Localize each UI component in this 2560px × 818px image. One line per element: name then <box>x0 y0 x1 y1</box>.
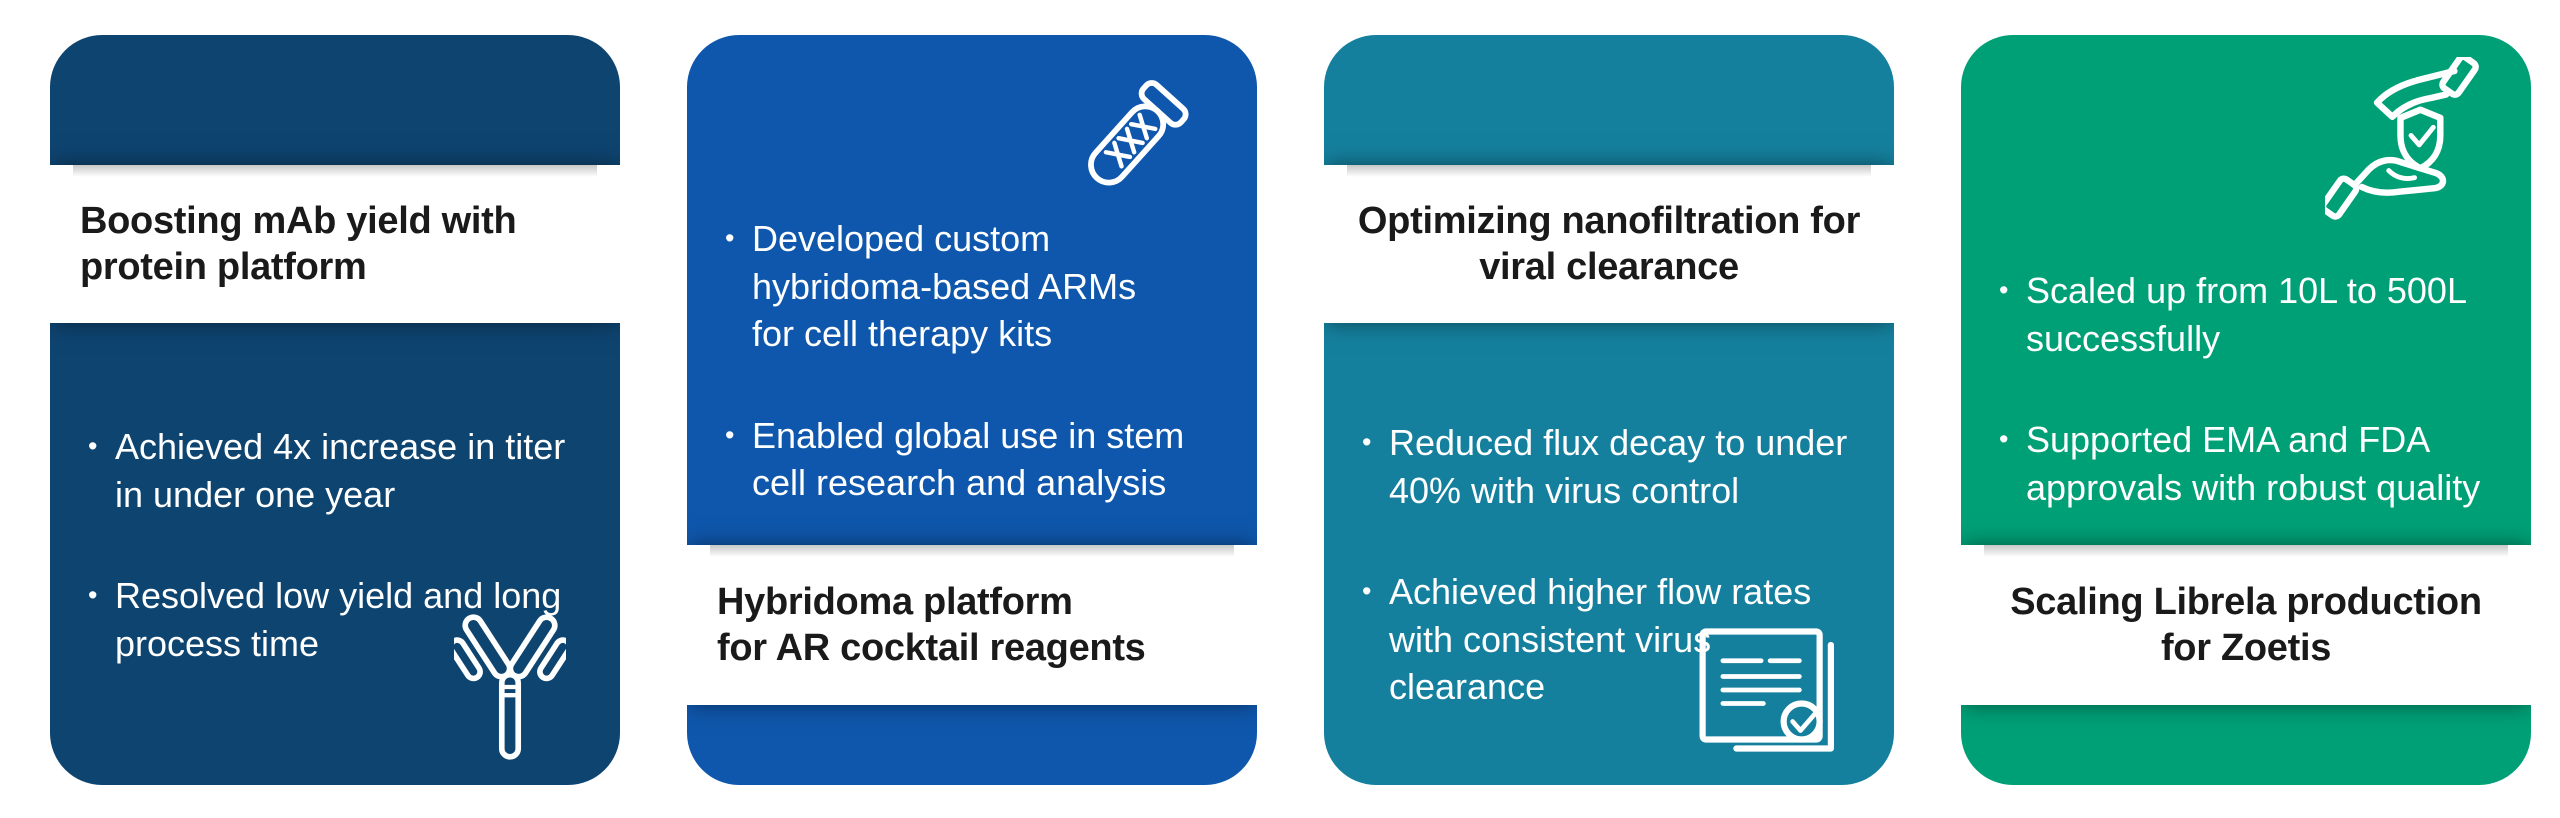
card-header-bar <box>50 35 620 165</box>
bullet-list: • Developed custom hybridoma-based ARMs … <box>687 35 1257 507</box>
bullet-item: • Resolved low yield and long process ti… <box>88 572 606 667</box>
card-body: • Achieved 4x increase in titer in under… <box>50 323 620 785</box>
bullet-item: • Achieved higher flow rates with consis… <box>1362 568 1880 711</box>
bullet-dot: • <box>88 580 98 611</box>
bullet-list: • Scaled up from 10L to 500L successfull… <box>1961 35 2531 511</box>
bullet-item: • Enabled global use in stem cell resear… <box>725 412 1243 507</box>
bullet-item: • Supported EMA and FDA approvals with r… <box>1999 416 2517 511</box>
bullet-dot: • <box>1999 424 2009 455</box>
bullet-item: • Scaled up from 10L to 500L successfull… <box>1999 267 2517 362</box>
bullet-item: • Developed custom hybridoma-based ARMs … <box>725 215 1243 358</box>
bullet-dot: • <box>1999 275 2009 305</box>
card-protein-platform: Boosting mAb yield with protein platform… <box>50 35 620 785</box>
bullet-dot: • <box>1362 576 1372 607</box>
bullet-dot: • <box>725 223 735 253</box>
card-body: • Reduced flux decay to under 40% with v… <box>1324 323 1894 785</box>
card-title-band: Hybridoma platform for AR cocktail reage… <box>687 545 1257 705</box>
card-footer-bar <box>687 705 1257 785</box>
card-title: Boosting mAb yield with protein platform <box>80 199 517 288</box>
bullet-dot: • <box>88 431 98 461</box>
card-librela-zoetis: • Scaled up from 10L to 500L successfull… <box>1961 35 2531 785</box>
card-hybridoma-platform: • Developed custom hybridoma-based ARMs … <box>687 35 1257 785</box>
card-title: Optimizing nanofiltration for viral clea… <box>1357 199 1861 288</box>
card-title-band: Optimizing nanofiltration for viral clea… <box>1324 165 1894 323</box>
card-footer-bar <box>1961 705 2531 785</box>
card-title-band: Scaling Librela production for Zoetis <box>1961 545 2531 705</box>
card-header-bar <box>1324 35 1894 165</box>
dna-test-tube-icon <box>1088 80 1189 186</box>
hands-shield-check-icon <box>2325 57 2479 220</box>
card-title-band: Boosting mAb yield with protein platform <box>50 165 620 323</box>
bullet-dot: • <box>1362 427 1372 457</box>
bullet-dot: • <box>725 419 735 450</box>
antibody-icon <box>454 614 566 760</box>
card-body: • Developed custom hybridoma-based ARMs … <box>687 35 1257 545</box>
bullet-list: • Reduced flux decay to under 40% with v… <box>1324 323 1894 711</box>
card-body: • Scaled up from 10L to 500L successfull… <box>1961 35 2531 545</box>
card-nanofiltration: Optimizing nanofiltration for viral clea… <box>1324 35 1894 785</box>
card-title: Hybridoma platform for AR cocktail reage… <box>717 580 1146 669</box>
card-title: Scaling Librela production for Zoetis <box>2010 580 2482 669</box>
bullet-item: • Reduced flux decay to under 40% with v… <box>1362 419 1880 514</box>
bullet-item: • Achieved 4x increase in titer in under… <box>88 423 606 518</box>
certificate-check-icon <box>1699 628 1834 752</box>
bullet-list: • Achieved 4x increase in titer in under… <box>50 323 620 667</box>
